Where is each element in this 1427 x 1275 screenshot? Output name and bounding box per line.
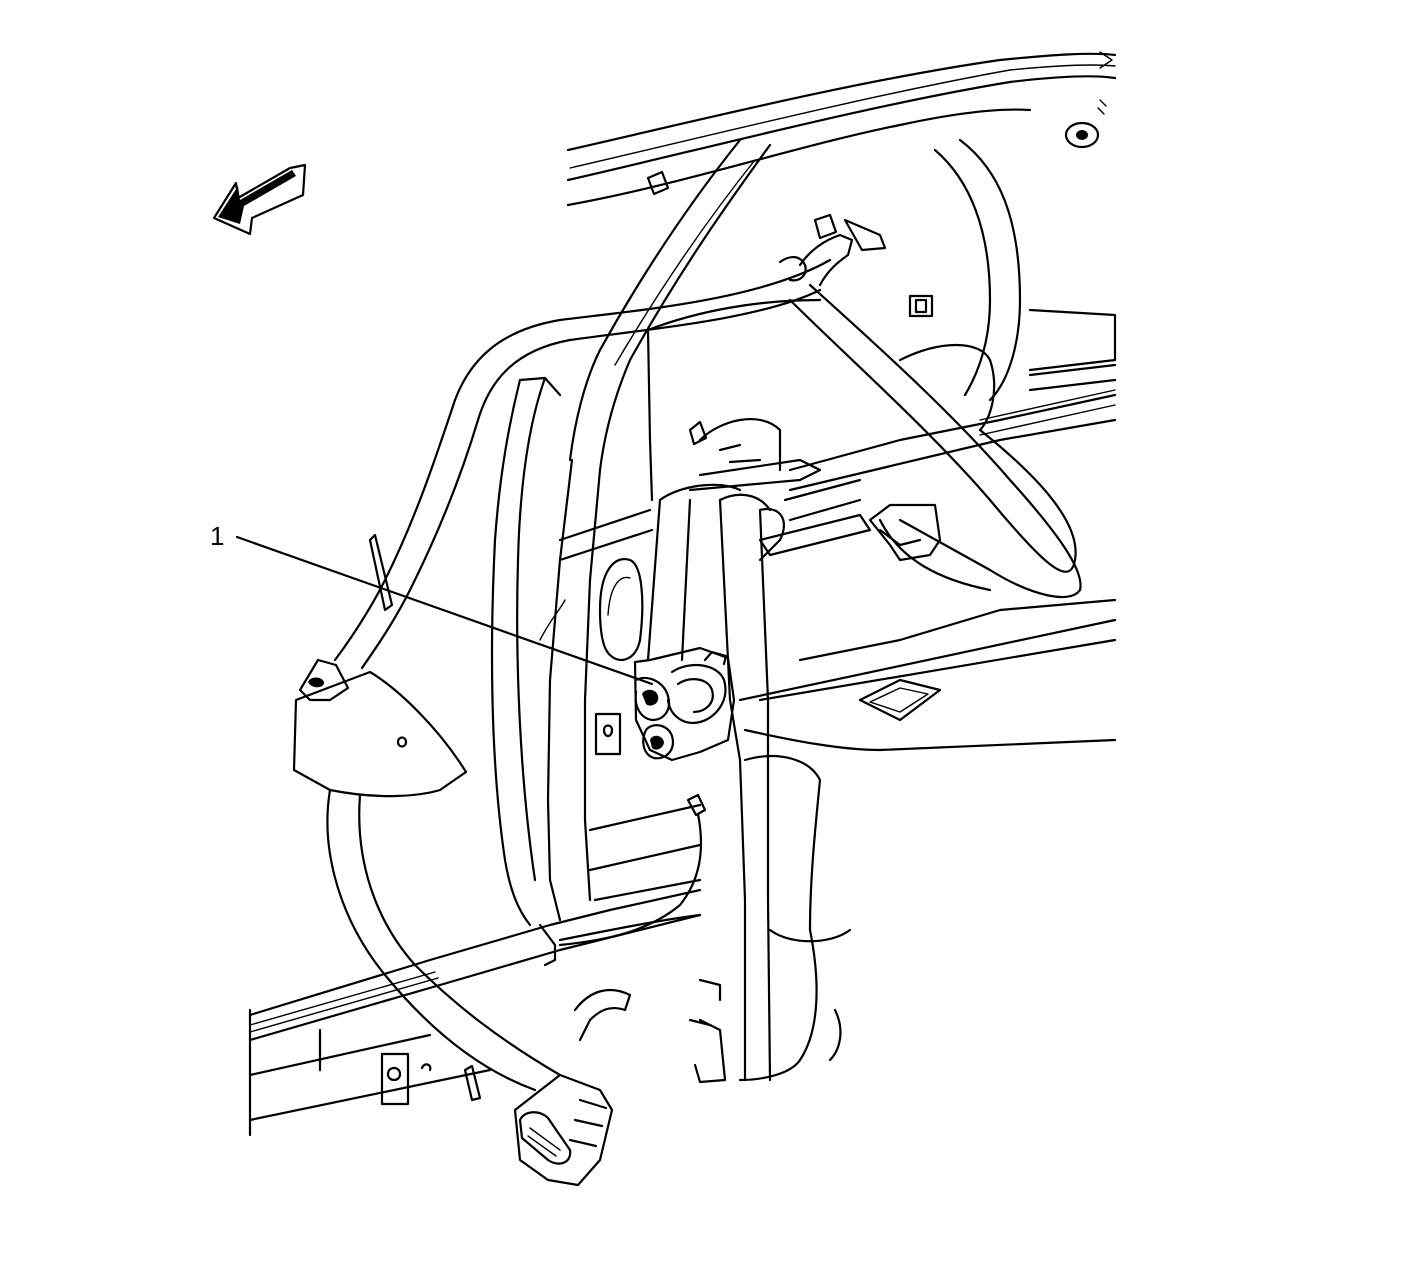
lower-belt-webbing <box>326 788 614 1187</box>
retractor-webbing <box>646 458 822 1082</box>
upper-belt-guide <box>292 658 468 798</box>
belt-loop-right <box>788 283 1082 599</box>
rear-body-panel <box>558 138 1117 902</box>
direction-arrow-icon <box>212 163 307 236</box>
floor-sill <box>248 888 702 1137</box>
callout-label: 1 <box>210 521 224 551</box>
callout-1: 1 <box>210 521 654 686</box>
retractor-assembly <box>633 646 736 762</box>
roof-rail <box>566 51 1117 207</box>
b-pillar <box>490 138 772 927</box>
lower-trim-and-harness <box>558 598 1117 1084</box>
